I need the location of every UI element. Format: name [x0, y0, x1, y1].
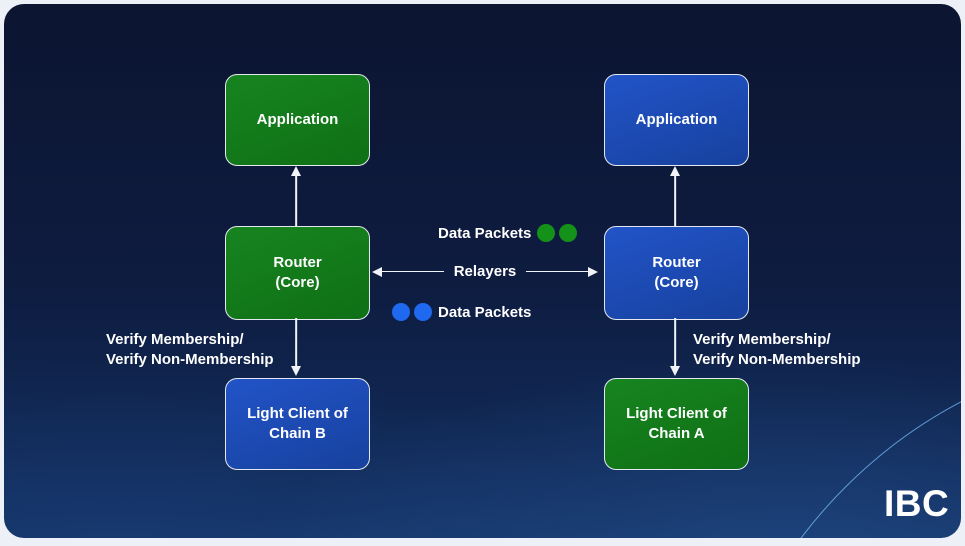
relayers-arrow: Relayers: [372, 263, 598, 280]
arrowhead-down-icon: [670, 366, 680, 376]
ibc-logo: IBC: [884, 483, 950, 524]
node-application-left: Application: [225, 74, 370, 166]
node-router-left: Router (Core): [225, 226, 370, 320]
arrow-line: [382, 270, 444, 273]
packet-dot-icon: [559, 224, 578, 242]
blue-packet-dots: [392, 303, 432, 321]
arrow-router-to-lightclient-left: [290, 318, 302, 376]
packet-dot-icon: [392, 303, 410, 321]
node-application-right: Application: [604, 74, 749, 166]
arrow-line: [295, 318, 297, 368]
diagram-card: [4, 4, 961, 538]
verify-line1: Verify Membership/: [693, 331, 831, 348]
node-light-client-right: Light Client of Chain A: [604, 378, 749, 470]
data-packets-bottom: Data Packets: [392, 303, 531, 321]
node-label-line1: Router: [652, 254, 701, 271]
verify-label-right: Verify Membership/ Verify Non-Membership: [693, 330, 861, 369]
arrowhead-left-icon: [372, 266, 382, 277]
data-packets-label: Data Packets: [438, 303, 532, 321]
node-label-line1: Router: [273, 254, 322, 271]
arrow-line: [674, 318, 676, 368]
arrowhead-up-icon: [291, 166, 301, 176]
node-light-client-left: Light Client of Chain B: [225, 378, 370, 470]
arrow-line: [526, 270, 588, 273]
arrow-router-to-application-left: [290, 166, 302, 226]
node-label-line1: Light Client of: [626, 405, 727, 422]
arrow-router-to-application-right: [669, 166, 681, 226]
node-label-line2: (Core): [654, 274, 699, 291]
verify-line2: Verify Non-Membership: [106, 350, 274, 368]
arrow-router-to-lightclient-right: [669, 318, 681, 376]
node-label: Application: [635, 111, 718, 128]
packet-dot-icon: [537, 224, 556, 242]
green-packet-dots: [537, 224, 578, 242]
arrow-line: [674, 174, 676, 226]
arrowhead-down-icon: [291, 366, 301, 376]
packet-dot-icon: [414, 303, 432, 321]
node-label-line2: (Core): [275, 274, 320, 291]
relayers-label: Relayers: [453, 263, 517, 280]
verify-line2: Verify Non-Membership: [693, 350, 861, 368]
node-label-line2: Chain B: [269, 425, 326, 442]
data-packets-top: Data Packets: [438, 224, 578, 242]
arrowhead-up-icon: [670, 166, 680, 176]
node-label: Application: [256, 111, 339, 128]
node-router-right: Router (Core): [604, 226, 749, 320]
data-packets-label: Data Packets: [438, 224, 532, 242]
verify-line1: Verify Membership/: [106, 331, 244, 348]
node-label-line2: Chain A: [648, 425, 705, 442]
arrowhead-right-icon: [588, 266, 598, 277]
node-label-line1: Light Client of: [247, 405, 348, 422]
arrow-line: [295, 174, 297, 226]
verify-label-left: Verify Membership/ Verify Non-Membership: [106, 330, 274, 369]
